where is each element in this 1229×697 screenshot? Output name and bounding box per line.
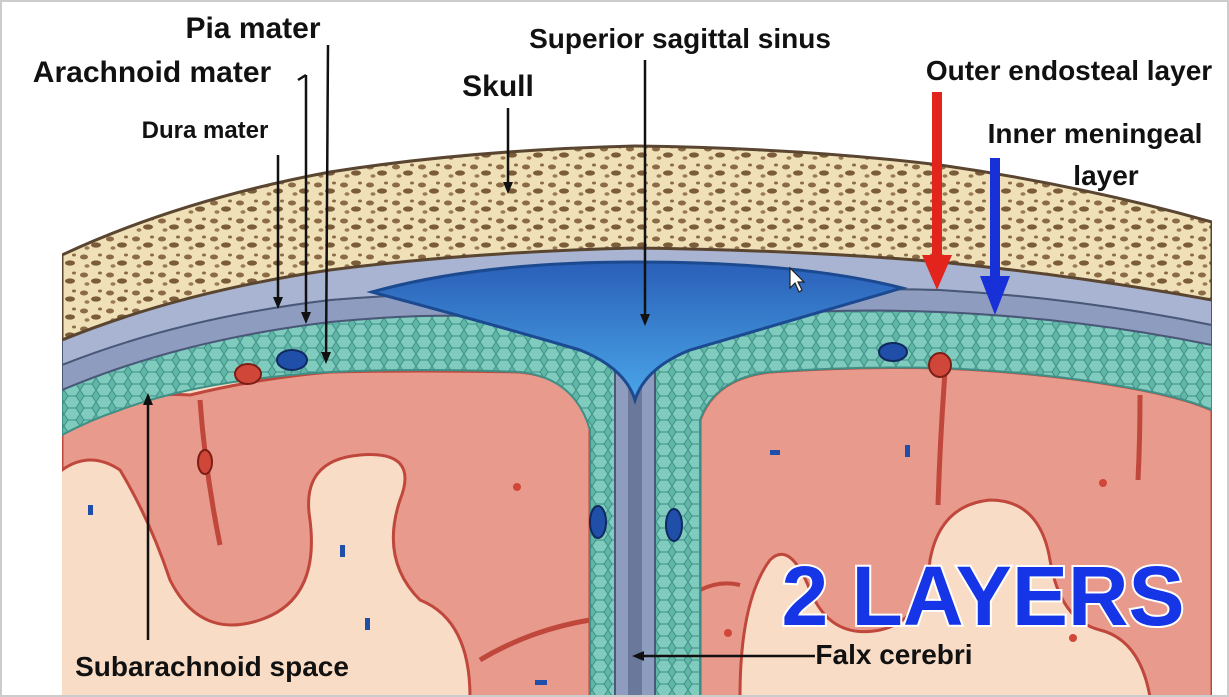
label-pia-mater: Pia mater: [185, 12, 320, 45]
vein: [879, 343, 907, 361]
label-arachnoid-mater: Arachnoid mater: [33, 56, 272, 89]
vein: [277, 350, 307, 370]
artery: [929, 353, 951, 377]
artery: [198, 450, 212, 474]
small-vessel: [365, 618, 370, 630]
vein: [666, 509, 682, 541]
label-outer-endosteal-layer: Outer endosteal layer: [926, 55, 1212, 86]
label-skull: Skull: [462, 70, 534, 103]
small-vessel: [724, 629, 732, 637]
label-dura-mater: Dura mater: [142, 117, 269, 144]
vein: [590, 506, 606, 538]
small-vessel: [1099, 479, 1107, 487]
small-vessel: [770, 450, 780, 455]
small-vessel: [88, 505, 93, 515]
label-inner-meningeal-line1: Inner meningeal: [988, 118, 1203, 149]
artery: [235, 364, 261, 384]
label-superior-sagittal-sinus: Superior sagittal sinus: [529, 23, 831, 54]
label-inner-meningeal-line2: layer: [1073, 160, 1138, 191]
label-falx-cerebri: Falx cerebri: [815, 639, 972, 670]
small-vessel: [535, 680, 547, 685]
label-subarachnoid-space: Subarachnoid space: [75, 651, 349, 682]
small-vessel: [905, 445, 910, 457]
right-sulcus-2: [1138, 395, 1140, 480]
small-vessel: [513, 483, 521, 491]
overlay-title: 2 LAYERS: [781, 549, 1184, 643]
small-vessel: [340, 545, 345, 557]
